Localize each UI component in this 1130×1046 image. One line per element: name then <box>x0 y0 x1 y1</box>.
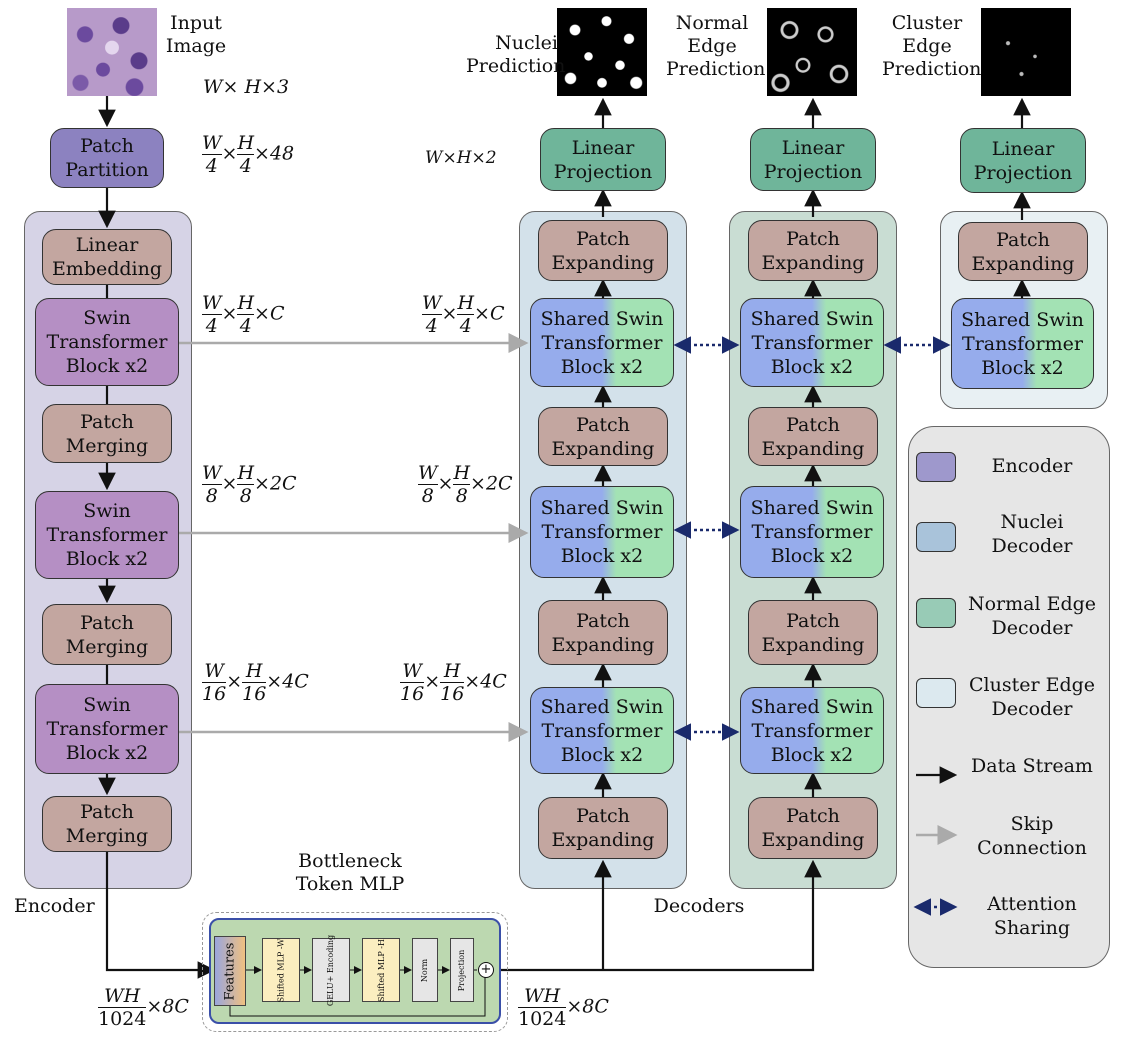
legend-cluster-edge-swatch <box>916 678 956 708</box>
bottleneck-norm: Norm <box>412 938 438 1002</box>
normal-edge-patch-expanding-1: Patch Expanding <box>748 220 878 281</box>
output-dims: W×H×2 <box>425 148 497 168</box>
legend-normal-edge-swatch <box>916 598 956 628</box>
bottleneck-shifted-mlp-w: Shifted MLP -W <box>262 938 300 1002</box>
cluster-edge-linear-projection: Linear Projection <box>960 128 1086 193</box>
input-dims: W× H×3 <box>203 76 290 98</box>
nuclei-shared-swin-3: Shared Swin Transformer Block x2 <box>530 687 674 774</box>
nuclei-prediction-image <box>557 8 647 96</box>
legend-data-stream-label: Data Stream <box>971 755 1093 777</box>
bottleneck-features: Features <box>214 936 246 1006</box>
patch-partition-block: Patch Partition <box>50 128 164 188</box>
bottleneck-shifted-mlp-h: Shifted MLP -H <box>362 938 400 1002</box>
bottleneck-gelu-encoding: GELU+ Encoding <box>312 934 350 1006</box>
swin-transformer-block-1: Swin Transformer Block x2 <box>35 298 179 386</box>
nuclei-patch-expanding-2: Patch Expanding <box>538 407 668 466</box>
nuclei-linear-projection: Linear Projection <box>540 128 666 191</box>
normal-edge-shared-swin-2: Shared Swin Transformer Block x2 <box>740 486 884 578</box>
nuclei-patch-expanding-4: Patch Expanding <box>538 797 668 859</box>
normal-edge-shared-swin-1: Shared Swin Transformer Block x2 <box>740 298 884 387</box>
normal-edge-patch-expanding-2: Patch Expanding <box>748 407 878 466</box>
legend-encoder-swatch <box>916 452 956 482</box>
linear-embedding-block: Linear Embedding <box>42 229 172 285</box>
normal-edge-patch-expanding-4: Patch Expanding <box>748 797 878 859</box>
patch-merging-block-2: Patch Merging <box>42 604 172 665</box>
swin-transformer-block-2: Swin Transformer Block x2 <box>35 491 179 579</box>
cluster-edge-patch-expanding: Patch Expanding <box>958 222 1088 281</box>
nuclei-shared-swin-1: Shared Swin Transformer Block x2 <box>530 298 674 387</box>
patch-merging-block-3: Patch Merging <box>42 796 172 852</box>
cluster-edge-prediction-image <box>981 8 1071 96</box>
nuclei-patch-expanding-3: Patch Expanding <box>538 600 668 665</box>
bottleneck-outer-frame <box>202 912 508 1032</box>
bottleneck-add-icon: + <box>478 962 494 978</box>
normal-edge-prediction-image <box>767 8 857 96</box>
normal-edge-patch-expanding-3: Patch Expanding <box>748 600 878 665</box>
cluster-edge-shared-swin: Shared Swin Transformer Block x2 <box>951 298 1094 389</box>
swin-transformer-block-3: Swin Transformer Block x2 <box>35 684 179 774</box>
patch-merging-block-1: Patch Merging <box>42 404 172 463</box>
legend-nuclei-swatch <box>916 522 956 552</box>
bottleneck-projection: Projection <box>450 938 474 1002</box>
input-image <box>67 8 157 96</box>
nuclei-patch-expanding-1: Patch Expanding <box>538 220 668 281</box>
decoders-label: Decoders <box>653 895 745 917</box>
normal-edge-shared-swin-3: Shared Swin Transformer Block x2 <box>740 687 884 774</box>
legend-encoder-label: Encoder <box>991 455 1073 477</box>
encoder-label: Encoder <box>14 895 95 917</box>
normal-edge-linear-projection: Linear Projection <box>750 128 876 191</box>
nuclei-shared-swin-2: Shared Swin Transformer Block x2 <box>530 486 674 578</box>
